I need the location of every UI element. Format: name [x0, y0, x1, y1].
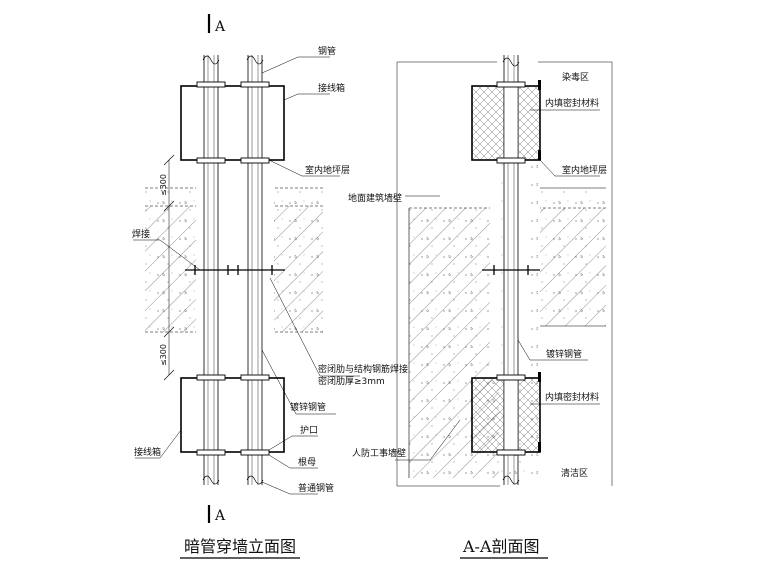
- lock-nuts: [496, 81, 526, 456]
- wall-right-aggregate: [538, 208, 606, 326]
- label-seal-rib-weld: 密闭肋与结构钢筋焊接: [318, 363, 408, 375]
- break-mark: [202, 475, 220, 485]
- label-steel-pipe: 钢管: [318, 45, 336, 57]
- label-indoor-floor-right: 室内地坪层: [562, 164, 607, 176]
- label-indoor-floor: 室内地坪层: [305, 164, 350, 176]
- label-lock-nut: 根母: [298, 456, 316, 468]
- label-galvanized-pipe-right: 镀锌钢管: [546, 348, 582, 360]
- break-mark: [246, 475, 264, 485]
- left-view-title: 暗管穿墙立面图: [184, 537, 296, 556]
- label-ground-wall: 地面建筑墙壁: [348, 192, 402, 204]
- label-junction-box-top: 接线箱: [318, 82, 345, 94]
- break-mark: [202, 55, 220, 65]
- label-galvanized-pipe: 镀锌钢管: [290, 401, 326, 413]
- leader-lines: [133, 56, 360, 495]
- floor-layer-right: [538, 188, 606, 208]
- label-weld: 焊接: [132, 228, 150, 240]
- label-junction-box-bottom: 接线箱: [134, 446, 161, 458]
- section-mark-top: A: [214, 19, 226, 35]
- junction-box-bottom: [180, 377, 285, 453]
- dimension-top: ≤300: [159, 174, 168, 196]
- mounting-clips: [538, 80, 541, 452]
- junction-box-top: [180, 85, 285, 161]
- seal-rib: [482, 265, 540, 275]
- right-section-view: 染毒区 内填密封材料 室内地坪层 地面建筑墙壁 镀锌钢管 内填密封材料 人防工事…: [348, 55, 613, 559]
- break-mark: [246, 55, 264, 65]
- right-view-title: A-A剖面图: [462, 537, 540, 556]
- label-inner-seal-top: 内填密封材料: [545, 97, 599, 109]
- label-clean-zone: 清洁区: [561, 467, 588, 479]
- label-seal-rib-thickness: 密闭肋厚≥3mm: [318, 375, 385, 387]
- break-mark: [502, 475, 520, 485]
- leader-lines: [395, 109, 600, 461]
- label-inner-seal-bottom: 内填密封材料: [545, 391, 599, 403]
- label-civil-defense-wall: 人防工事墙壁: [352, 447, 406, 459]
- section-mark-bottom: A: [214, 508, 226, 524]
- label-guard-mouth: 护口: [300, 424, 318, 436]
- lock-nuts: [196, 81, 270, 456]
- label-ordinary-pipe: 普通钢管: [298, 482, 334, 494]
- label-contaminated-zone: 染毒区: [562, 71, 589, 83]
- dimension-bottom: ≤300: [159, 344, 168, 366]
- left-elevation-view: A A: [132, 14, 408, 559]
- break-mark: [502, 57, 520, 67]
- seal-ribs: [185, 265, 285, 275]
